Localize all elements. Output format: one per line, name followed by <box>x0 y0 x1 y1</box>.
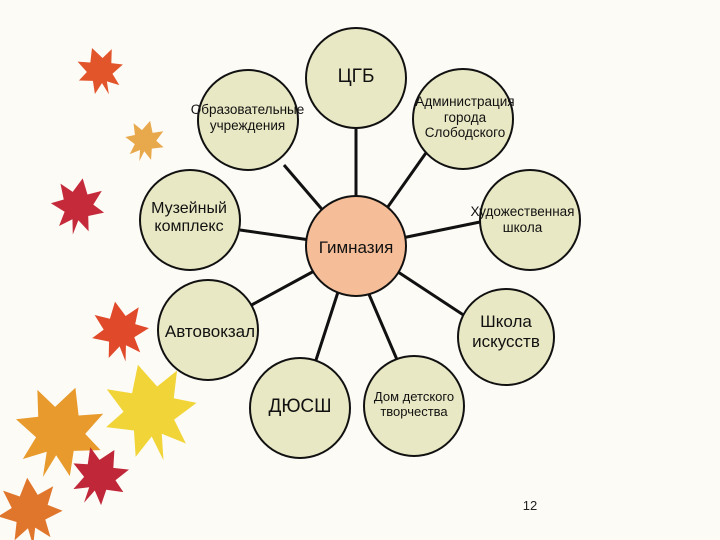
maple-leaf-icon <box>92 301 149 362</box>
label-administration: Администрация города Слободского <box>415 94 515 141</box>
connector-museum <box>239 228 311 242</box>
node-museum <box>139 169 241 271</box>
connector-dyussh <box>314 291 340 361</box>
label-bus-station: Автовокзал <box>164 322 256 341</box>
label-tsgb: ЦГБ <box>337 66 375 87</box>
connector-bus-station <box>245 268 317 310</box>
connector-education <box>282 164 328 215</box>
node-tsgb <box>305 27 407 129</box>
node-dyussh <box>249 357 351 459</box>
connector-arts-school <box>391 266 469 320</box>
label-dyussh: ДЮСШ <box>268 396 332 417</box>
label-art-school: Художественная школа <box>470 204 575 235</box>
label-center: Гимназия <box>318 238 394 257</box>
maple-leaf-icon <box>125 120 164 162</box>
maple-leaf-icon <box>77 48 123 95</box>
connector-art-school <box>401 220 481 240</box>
node-administration <box>412 68 514 170</box>
maple-leaf-icon <box>16 387 104 477</box>
node-bus-station <box>157 279 259 381</box>
node-center <box>305 195 407 297</box>
maple-leaf-icon <box>73 447 129 506</box>
page-number: 12 <box>522 498 538 513</box>
label-children-creativity: Дом детского творчества <box>373 389 455 419</box>
maple-leaf-icon <box>50 178 105 235</box>
maple-leaf-icon <box>0 477 63 540</box>
node-children-creativity <box>363 355 465 457</box>
maple-leaf-icon <box>106 364 197 461</box>
connector-children-creativity <box>366 291 400 363</box>
label-education: Образовательные учреждения <box>190 102 305 133</box>
label-arts-school: Школа искусств <box>472 312 540 351</box>
node-art-school <box>479 169 581 271</box>
node-arts-school <box>457 288 555 386</box>
node-education <box>197 69 299 171</box>
label-museum: Музейный комплекс <box>151 200 227 236</box>
